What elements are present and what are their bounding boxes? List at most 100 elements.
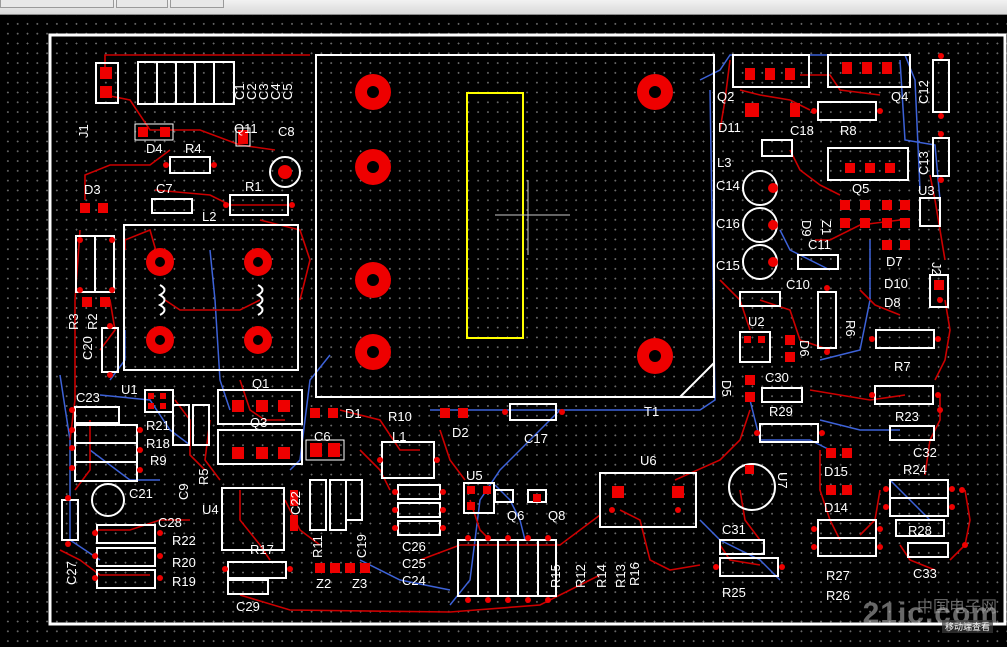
refdes-u4: U4 bbox=[202, 502, 219, 517]
vias bbox=[65, 53, 968, 603]
refdes-c12: C12 bbox=[916, 80, 931, 104]
refdes-c4: C4 bbox=[268, 83, 283, 100]
refdes-c22: C22 bbox=[288, 491, 303, 515]
refdes-r15: R15 bbox=[548, 564, 563, 588]
refdes-r16: R16 bbox=[627, 562, 642, 586]
refdes-c20: C20 bbox=[80, 336, 95, 360]
refdes-d5: D5 bbox=[719, 380, 734, 397]
refdes-c13: C13 bbox=[916, 151, 931, 175]
refdes-d2: D2 bbox=[452, 425, 469, 440]
connector-j1[interactable] bbox=[95, 62, 119, 104]
refdes-c9: C9 bbox=[176, 483, 191, 500]
refdes-r3: R3 bbox=[66, 313, 81, 330]
refdes-c19: C19 bbox=[354, 534, 369, 558]
refdes-r7: R7 bbox=[894, 359, 911, 374]
refdes-c8: C8 bbox=[278, 124, 295, 139]
refdes-l3: L3 bbox=[717, 155, 731, 170]
refdes-q4: Q4 bbox=[891, 89, 908, 104]
refdes-d14: D14 bbox=[824, 500, 848, 515]
refdes-r24: R24 bbox=[903, 462, 927, 477]
refdes-d6: D6 bbox=[797, 340, 812, 357]
refdes-z1: Z1 bbox=[819, 220, 834, 235]
top-layer-traces bbox=[59, 54, 971, 613]
refdes-c2: C2 bbox=[244, 83, 259, 100]
refdes-d11: D11 bbox=[718, 120, 741, 135]
refdes-d10: D10 bbox=[884, 276, 908, 291]
toolbar-tab[interactable] bbox=[0, 0, 114, 8]
refdes-r1: R1 bbox=[245, 179, 262, 194]
refdes-d1: D1 bbox=[345, 406, 362, 421]
refdes-r12: R12 bbox=[573, 564, 588, 588]
refdes-r21: R21 bbox=[146, 418, 170, 433]
refdes-c21: C21 bbox=[129, 486, 153, 501]
refdes-d8: D8 bbox=[884, 295, 901, 310]
refdes-d4: D4 bbox=[146, 141, 163, 156]
board-outline bbox=[48, 33, 1007, 626]
inductor-l2[interactable] bbox=[123, 224, 299, 371]
toolbar-tab[interactable] bbox=[116, 0, 168, 8]
refdes-c23: C23 bbox=[76, 390, 100, 405]
refdes-r8: R8 bbox=[840, 123, 857, 138]
refdes-r27: R27 bbox=[826, 568, 850, 583]
refdes-r20: R20 bbox=[172, 555, 196, 570]
refdes-c33: C33 bbox=[913, 566, 937, 581]
refdes-q1: Q1 bbox=[252, 376, 269, 391]
refdes-d7: D7 bbox=[886, 254, 903, 269]
capacitor-array-c1-c5[interactable] bbox=[137, 61, 235, 105]
refdes-c3: C3 bbox=[256, 83, 271, 100]
refdes-q8: Q8 bbox=[548, 508, 565, 523]
refdes-u5: U5 bbox=[466, 468, 483, 483]
refdes-c29: C29 bbox=[236, 599, 260, 614]
toolbar-tab[interactable] bbox=[170, 0, 224, 8]
refdes-d9: D9 bbox=[799, 220, 814, 237]
refdes-c10: C10 bbox=[786, 277, 810, 292]
refdes-l2: L2 bbox=[202, 209, 216, 224]
refdes-u7: U7 bbox=[775, 472, 790, 489]
refdes-c15: C15 bbox=[716, 258, 740, 273]
refdes-c16: C16 bbox=[716, 216, 740, 231]
refdes-q5: Q5 bbox=[852, 181, 869, 196]
refdes-c26: C26 bbox=[402, 539, 426, 554]
refdes-c11: C11 bbox=[808, 237, 831, 252]
refdes-r14: R14 bbox=[594, 564, 609, 588]
refdes-r25: R25 bbox=[722, 585, 746, 600]
watermark-tag: 移动端查看 bbox=[941, 620, 993, 633]
refdes-c24: C24 bbox=[402, 573, 426, 588]
refdes-r29: R29 bbox=[769, 404, 793, 419]
refdes-t1: T1 bbox=[644, 404, 659, 419]
refdes-q2: Q2 bbox=[717, 89, 734, 104]
refdes-r28: R28 bbox=[908, 523, 932, 538]
refdes-r17: R17 bbox=[250, 542, 274, 557]
refdes-u1: U1 bbox=[121, 382, 138, 397]
refdes-r10: R10 bbox=[388, 409, 412, 424]
refdes-r18: R18 bbox=[146, 436, 170, 451]
refdes-l1: L1 bbox=[392, 429, 406, 444]
refdes-r11: R11 bbox=[310, 535, 325, 558]
refdes-c30: C30 bbox=[765, 370, 789, 385]
smd-footprints bbox=[61, 54, 950, 597]
refdes-r4: R4 bbox=[185, 141, 202, 156]
transformer-t1[interactable] bbox=[315, 54, 715, 398]
window-toolbar bbox=[0, 0, 1007, 15]
refdes-u3: U3 bbox=[918, 183, 935, 198]
refdes-j2: J2 bbox=[929, 262, 944, 276]
refdes-u6: U6 bbox=[640, 453, 657, 468]
refdes-c1: C1 bbox=[232, 83, 247, 100]
refdes-r9: R9 bbox=[150, 453, 167, 468]
bottom-layer-traces bbox=[59, 54, 941, 606]
refdes-q6: Q6 bbox=[507, 508, 524, 523]
refdes-r2: R2 bbox=[85, 313, 100, 330]
refdes-c14: C14 bbox=[716, 178, 740, 193]
refdes-c6: C6 bbox=[314, 429, 331, 444]
refdes-r13: R13 bbox=[613, 564, 628, 588]
refdes-c5: C5 bbox=[280, 83, 295, 100]
refdes-r22: R22 bbox=[172, 533, 196, 548]
refdes-c31: C31 bbox=[722, 522, 746, 537]
refdes-z3: Z3 bbox=[352, 576, 367, 591]
refdes-c25: C25 bbox=[402, 556, 426, 571]
refdes-q11: Q11 bbox=[234, 121, 258, 136]
refdes-c32: C32 bbox=[913, 445, 937, 460]
watermark-cn: 中国电子网 bbox=[916, 597, 997, 616]
